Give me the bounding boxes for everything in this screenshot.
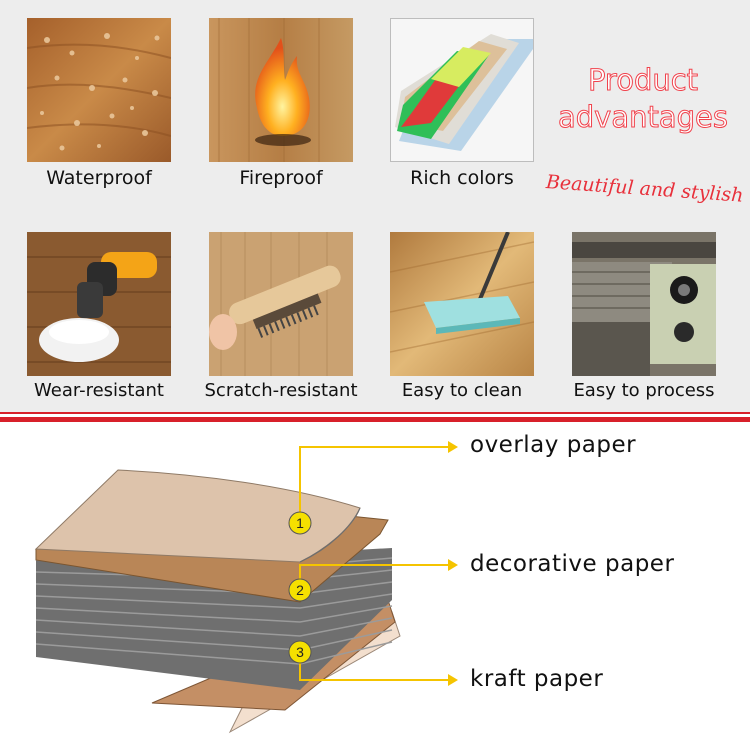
arrow-1-icon (448, 441, 458, 453)
laminate-layers-diagram: 1 2 3 (34, 441, 458, 734)
rich-colors-label: Rich colors (410, 167, 514, 189)
scratch-resistant-image (209, 232, 353, 376)
wire-brush-icon (229, 265, 341, 338)
wear-resistant-label: Wear-resistant (34, 380, 164, 401)
flame-icon (255, 38, 310, 136)
divider-thin (0, 412, 750, 414)
marker-3 (288, 640, 312, 664)
polisher-icon (39, 252, 157, 362)
overlay-paper-label: overlay paper (470, 432, 637, 458)
kraft-paper-label: kraft paper (470, 666, 604, 692)
fireproof-label: Fireproof (239, 167, 323, 189)
waterproof-image (27, 18, 171, 162)
wear-resistant-image (27, 232, 171, 376)
waterproof-label: Waterproof (46, 167, 152, 189)
marker-2-number: 2 (296, 582, 304, 598)
factory-machine-icon (572, 232, 716, 376)
title-line-2: advantages (558, 100, 729, 135)
product-advantages-title: Product advantages (553, 62, 733, 136)
fireproof-image (209, 18, 353, 162)
arrow-2-icon (448, 559, 458, 571)
arrow-3-icon (448, 674, 458, 686)
overlay-paper-sheet (34, 469, 361, 563)
marker-2 (288, 578, 312, 602)
easy-to-clean-image (390, 232, 534, 376)
rich-colors-image (390, 18, 534, 162)
marker-1 (288, 511, 312, 535)
divider-thick (0, 417, 750, 422)
marker-1-number: 1 (296, 515, 304, 531)
water-drops-icon (40, 33, 160, 151)
easy-to-clean-label: Easy to clean (401, 380, 523, 401)
callout-line-1 (299, 446, 448, 523)
scratch-resistant-label: Scratch-resistant (204, 380, 358, 401)
title-line-1: Product (587, 63, 699, 98)
easy-to-process-label: Easy to process (573, 380, 715, 401)
color-swatches-icon (395, 34, 533, 151)
decorative-paper-label: decorative paper (470, 551, 675, 577)
easy-to-process-image (572, 232, 716, 376)
flat-mop-icon (424, 232, 520, 334)
marker-3-number: 3 (296, 644, 304, 660)
